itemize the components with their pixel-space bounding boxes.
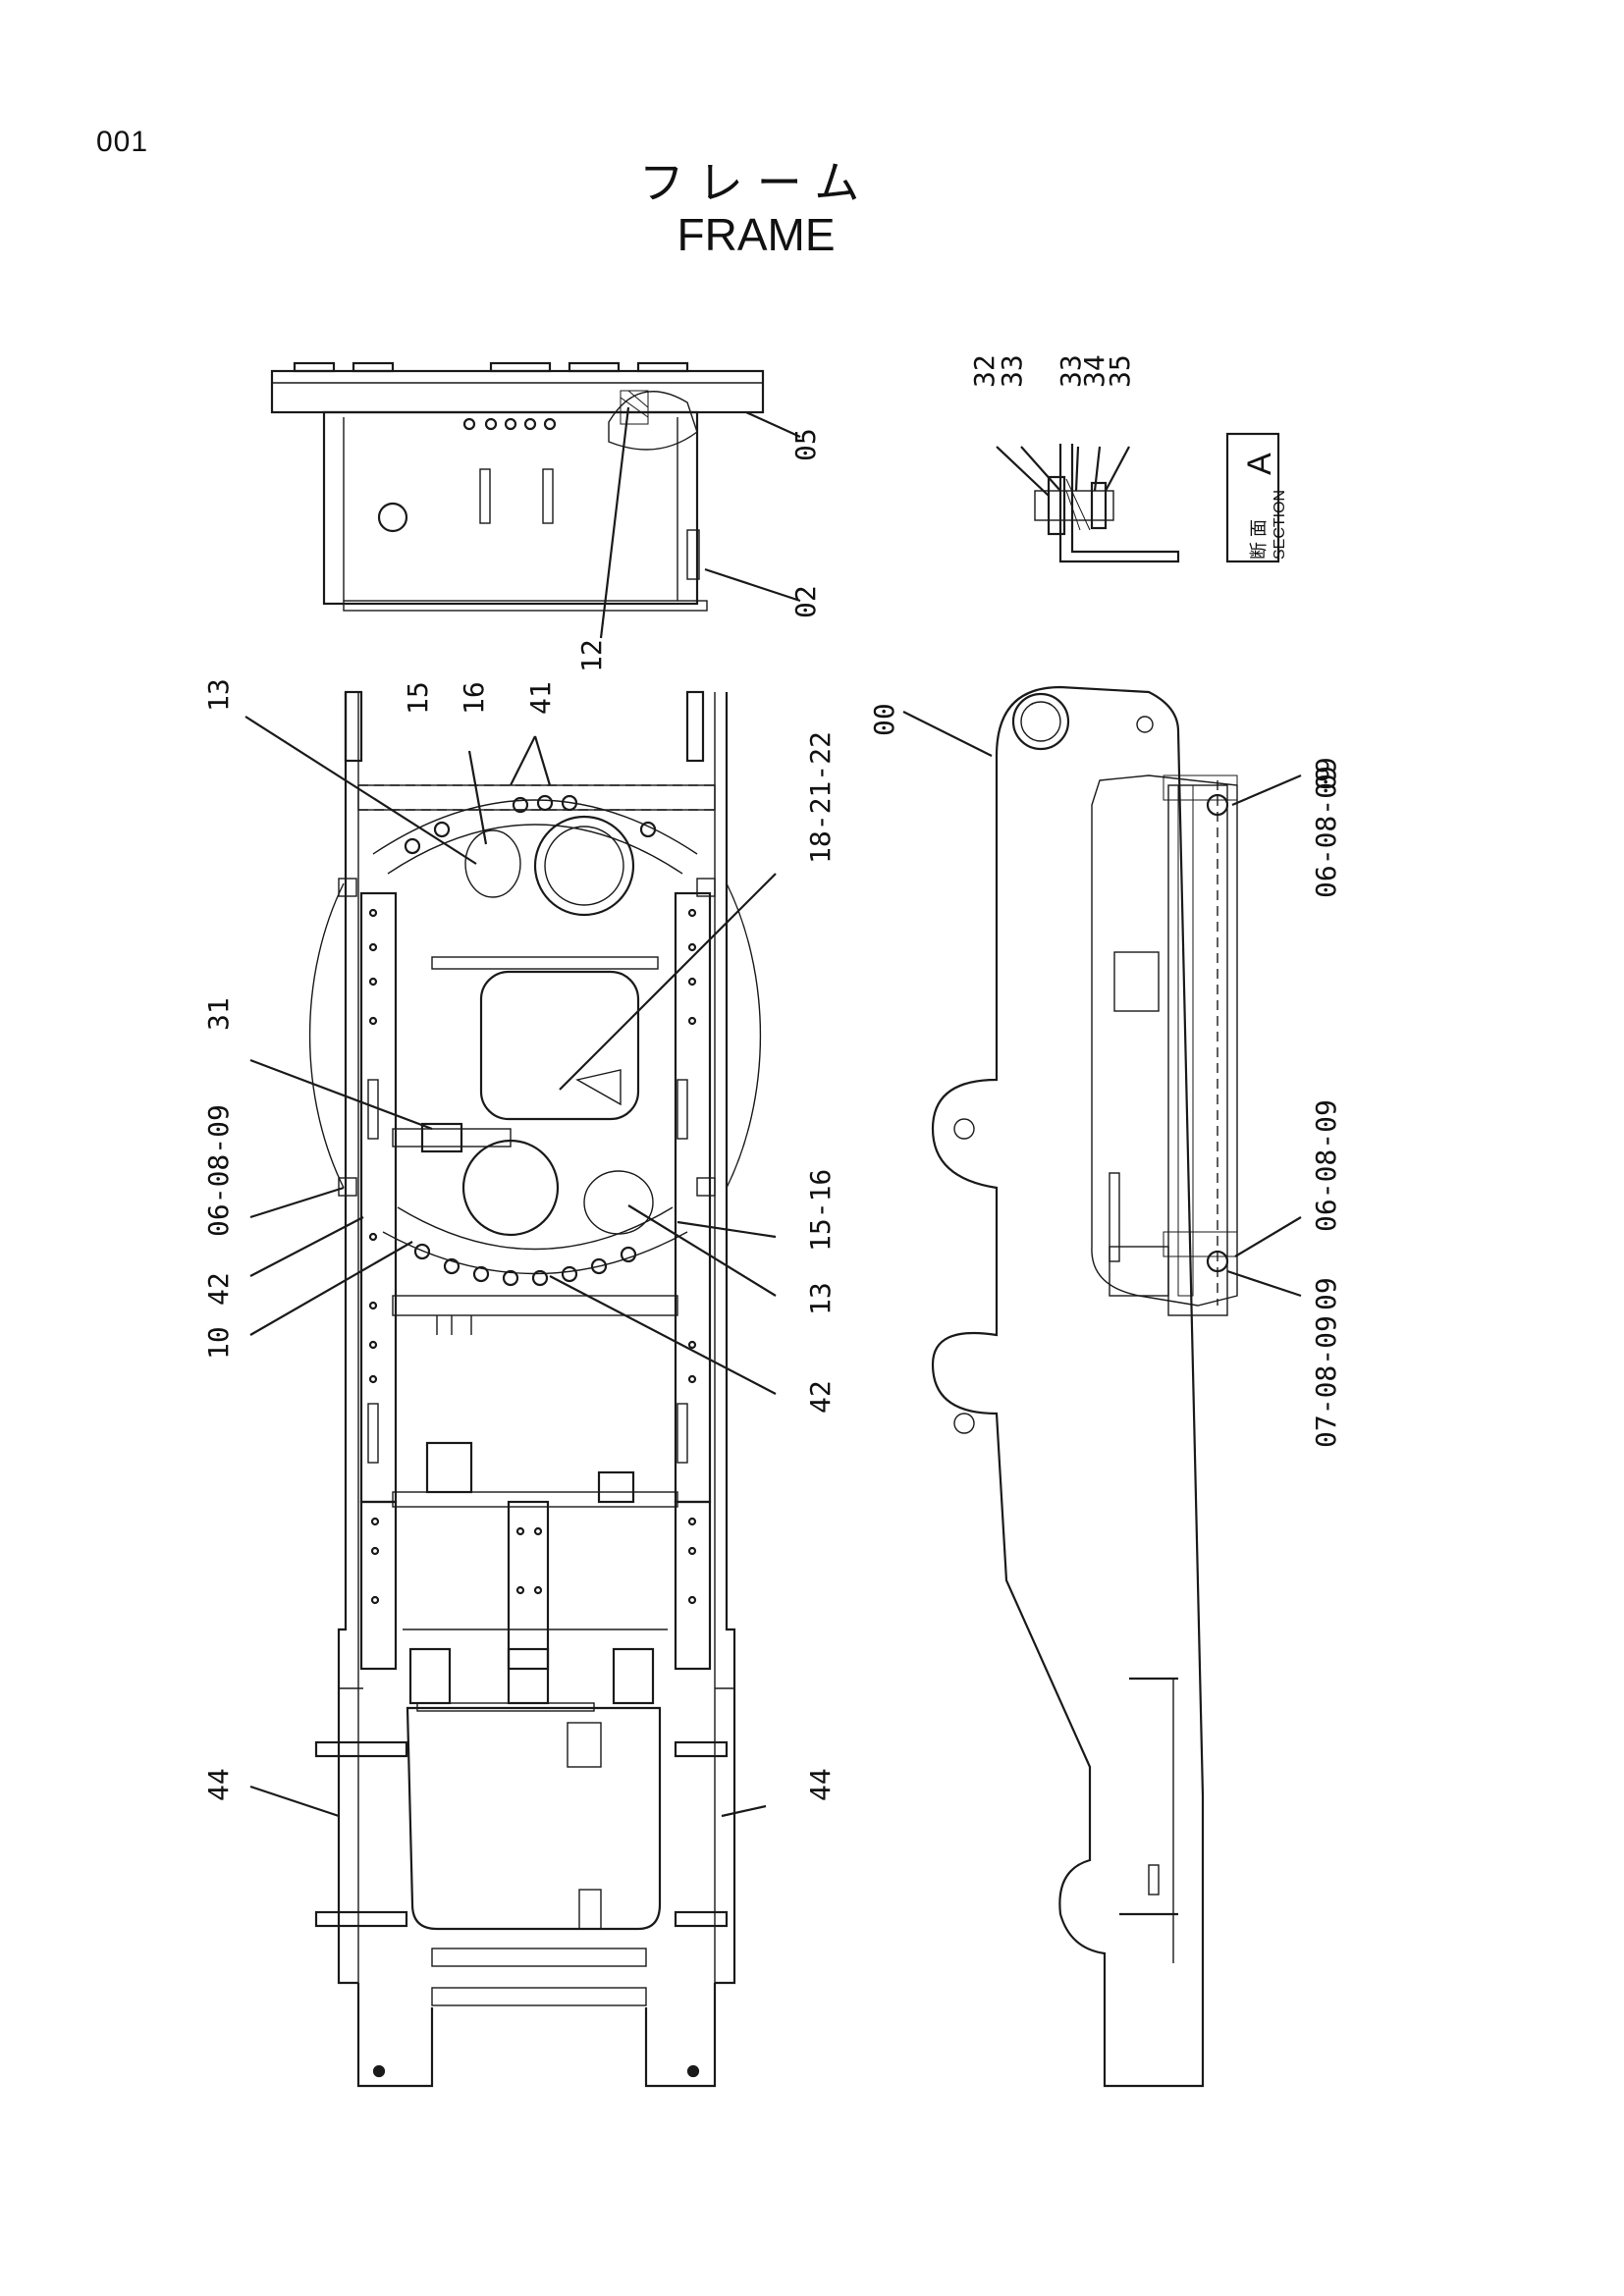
callout-33b: 33 (1055, 354, 1087, 388)
callout-15: 15 (402, 681, 434, 715)
callout-41: 41 (524, 681, 557, 715)
top-view-assembly (270, 361, 765, 612)
callout-42a: 42 (202, 1272, 235, 1306)
page-number: 001 (96, 126, 149, 158)
callout-44a: 44 (202, 1768, 235, 1801)
callout-09a: 09 (1310, 757, 1342, 790)
callout-12: 12 (575, 639, 608, 672)
callout-18-21-22: 18-21-22 (804, 731, 837, 864)
callout-15-16: 15-16 (804, 1169, 837, 1252)
section-a-label: 断 面 SECTION A (1225, 432, 1288, 563)
callout-00: 00 (868, 703, 900, 736)
callout-33a: 33 (996, 354, 1028, 388)
section-a-detail (1034, 444, 1180, 563)
callout-09b: 09 (1310, 1277, 1342, 1310)
main-frame-plan-view (308, 690, 762, 2088)
callout-02: 02 (789, 585, 822, 618)
frame-side-view (931, 685, 1238, 2088)
callout-44b: 44 (804, 1768, 837, 1801)
callout-35: 35 (1104, 354, 1136, 388)
title-japanese: フレーム (638, 156, 874, 209)
callout-10: 10 (202, 1326, 235, 1360)
section-letter: A (1241, 453, 1278, 475)
callout-42b: 42 (804, 1380, 837, 1414)
section-text: SECTION (1272, 490, 1288, 560)
callout-32: 32 (968, 354, 1001, 388)
callout-31: 31 (202, 997, 235, 1031)
callout-34: 34 (1078, 354, 1110, 388)
callout-13b: 13 (804, 1282, 837, 1315)
callout-16: 16 (458, 681, 490, 715)
callout-06-08-09-top: 06-08-09 (1310, 766, 1342, 898)
callout-06-08-09-mid: 06-08-09 (1310, 1099, 1342, 1232)
callout-07-08-09: 07-08-09 (1310, 1315, 1342, 1448)
callout-labels: 05 02 12 32 33 33 34 35 13 15 16 41 18-2… (202, 354, 1342, 1801)
callout-06-08-09-left: 06-08-09 (202, 1104, 235, 1237)
title-english: FRAME (677, 209, 836, 260)
section-kanji: 断 面 (1249, 519, 1269, 560)
callout-13a: 13 (202, 678, 235, 712)
callout-05: 05 (789, 428, 822, 461)
leader-lines (244, 406, 1302, 1818)
